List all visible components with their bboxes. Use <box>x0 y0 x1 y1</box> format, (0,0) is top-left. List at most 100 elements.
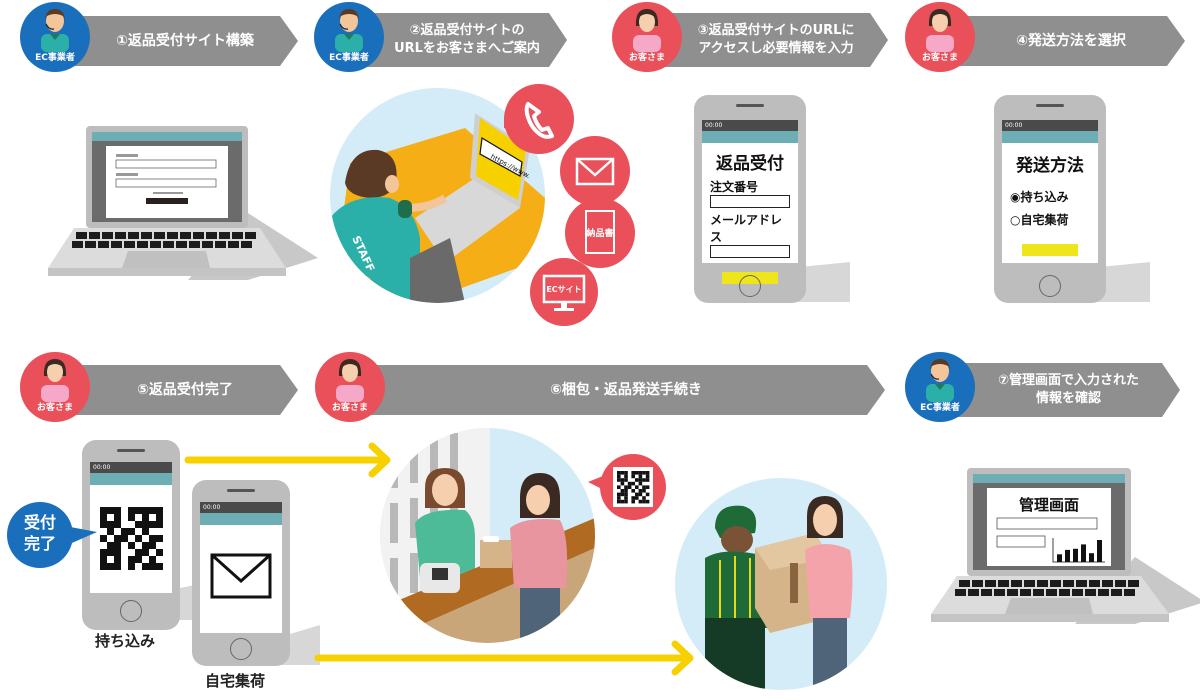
qr-module <box>128 563 135 570</box>
key <box>150 241 161 248</box>
qr-module <box>642 485 646 489</box>
key <box>102 232 113 239</box>
qr-module <box>100 521 107 528</box>
qr-module <box>635 478 639 482</box>
key <box>219 232 230 239</box>
role-label: お客さま <box>921 53 958 63</box>
key <box>228 241 239 248</box>
customer-avatar: お客さま <box>905 2 975 72</box>
qr-module <box>635 471 639 475</box>
qr-module <box>638 492 643 497</box>
step-5-label: ⑤返品受付完了 <box>137 382 233 398</box>
qr-module <box>617 499 621 504</box>
role-label: EC事業者 <box>35 53 75 63</box>
status-bar: 00:00 <box>702 120 798 131</box>
key <box>124 241 135 248</box>
email-field[interactable] <box>710 245 790 258</box>
qr-module <box>624 474 628 479</box>
bubble-line-2: 完了 <box>23 534 56 553</box>
qr-module <box>149 535 156 542</box>
qr-module <box>156 507 163 514</box>
home-pickup-radio-option[interactable]: ○自宅集荷 <box>1010 213 1069 227</box>
customer-avatar: お客さま <box>315 352 385 422</box>
dropoff-radio-option[interactable]: ◉持ち込み <box>1010 190 1069 204</box>
ec-site-label: ECサイト <box>546 285 582 294</box>
qr-module <box>149 556 156 563</box>
qr-module <box>620 489 625 493</box>
step-4-banner: ④発送方法を選択 <box>945 16 1185 66</box>
key <box>98 241 109 248</box>
qr-code-icon <box>617 471 650 504</box>
qr-module <box>645 471 650 475</box>
qr-module <box>142 549 149 556</box>
submit-button[interactable] <box>1022 244 1078 256</box>
home-button <box>1039 275 1061 297</box>
role-label: お客さま <box>331 403 368 413</box>
qr-module <box>620 471 625 475</box>
ec-operator-avatar: EC事業者 <box>905 352 975 422</box>
admin-field <box>996 535 1046 548</box>
phone-shipping-method: 00:00 発送方法 ◉持ち込み ○自宅集荷 <box>994 95 1106 303</box>
qr-module <box>635 485 639 489</box>
qr-module <box>638 478 643 482</box>
qr-module <box>624 471 628 475</box>
home-button <box>739 275 761 297</box>
qr-module <box>631 481 635 486</box>
key <box>180 232 191 239</box>
qr-module <box>638 489 643 493</box>
qr-module <box>142 528 149 535</box>
qr-module <box>100 535 107 542</box>
admin-field <box>996 517 1098 530</box>
key <box>1128 580 1139 587</box>
arrow-to-pickup <box>314 640 694 676</box>
key <box>193 232 204 239</box>
key <box>1102 580 1113 587</box>
qr-module <box>114 535 121 542</box>
qr-module <box>135 521 142 528</box>
clerk <box>415 509 475 578</box>
qr-module <box>128 528 135 535</box>
qr-module <box>135 549 142 556</box>
qr-module <box>114 514 121 521</box>
step-7-banner: ⑦管理画面で入力された 情報を確認 <box>945 363 1180 417</box>
key <box>981 589 992 596</box>
key <box>128 232 139 239</box>
parcel-box <box>480 540 512 568</box>
customer-avatar: お客さま <box>20 352 90 422</box>
admin-chart-bar <box>1057 554 1062 562</box>
qr-module <box>617 492 621 497</box>
key <box>994 589 1005 596</box>
key <box>232 232 243 239</box>
ec-operator-avatar: EC事業者 <box>314 2 384 72</box>
key <box>1059 589 1070 596</box>
step-1-label: ①返品受付サイト構築 <box>116 33 254 49</box>
key <box>1011 580 1022 587</box>
key <box>1072 589 1083 596</box>
qr-module <box>631 474 635 479</box>
step-4-label: ④発送方法を選択 <box>1016 33 1126 49</box>
key <box>1007 589 1018 596</box>
qr-module <box>642 489 646 493</box>
qr-module <box>114 556 121 563</box>
qr-module <box>128 556 135 563</box>
admin-chart-bar <box>1081 544 1086 562</box>
step-2-label-line1: ②返品受付サイトの <box>409 23 525 38</box>
admin-bar-chart <box>1052 538 1105 563</box>
qr-module <box>627 485 632 489</box>
phone-qr-code: 00:00 <box>82 440 180 630</box>
step-5-banner: ⑤返品受付完了 <box>60 365 298 415</box>
qr-module <box>142 521 149 528</box>
key <box>1046 589 1057 596</box>
qr-module <box>149 507 156 514</box>
key <box>202 241 213 248</box>
customer <box>510 519 568 588</box>
qr-module <box>617 478 621 482</box>
mail-icon <box>210 553 272 599</box>
order-number-field[interactable] <box>710 195 790 208</box>
home-pickup-label: 自宅集荷 <box>205 672 266 690</box>
customer-icon <box>926 9 954 52</box>
key <box>985 580 996 587</box>
qr-module <box>638 471 643 475</box>
qr-module <box>114 521 121 528</box>
customer-avatar: お客さま <box>612 2 682 72</box>
